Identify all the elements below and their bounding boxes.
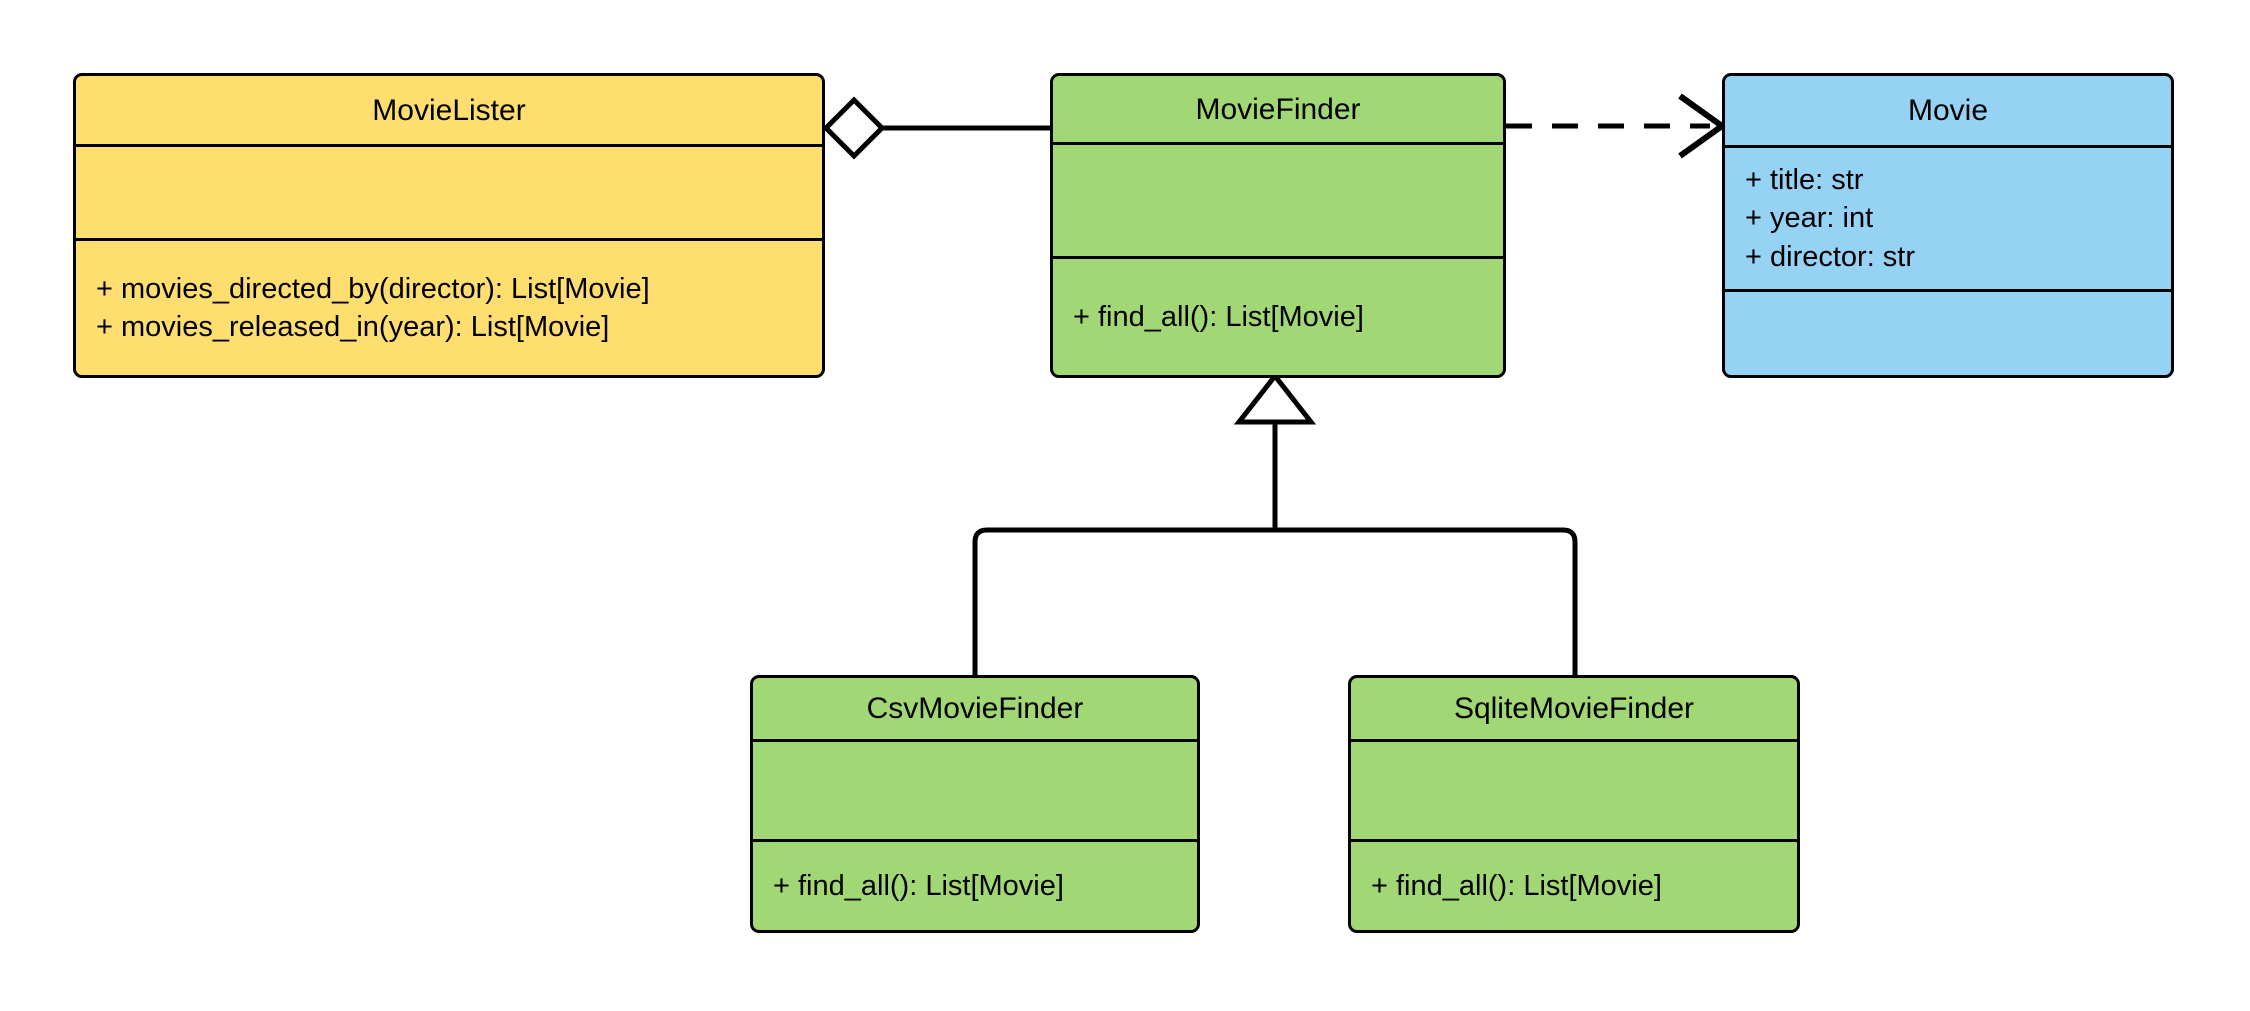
method-row: + find_all(): List[Movie] [773,869,1064,902]
class-name-movie-finder: MovieFinder [1195,92,1361,126]
class-box-movie[interactable]: Movie + title: str + year: int + directo… [1722,73,2174,378]
method-row: + movies_released_in(year): List[Movie] [96,311,610,343]
relationship-inheritance-tree [972,371,1578,675]
class-name-movie-lister: MovieLister [372,93,526,127]
method-row: + movies_directed_by(director): List[Mov… [96,272,650,305]
methods-compartment-csv-movie-finder: + find_all(): List[Movie] [753,839,1197,930]
method-row: + find_all(): List[Movie] [1371,869,1662,902]
attributes-compartment-csv-movie-finder [753,739,1197,839]
relationship-dependency-finder-movie [1506,93,1728,159]
attributes-compartment-movie-lister [76,144,822,238]
attribute-row: + title: str [1745,164,1864,197]
method-row: + find_all(): List[Movie] [1073,300,1364,333]
attribute-row: + director: str [1745,240,1916,273]
attributes-compartment-movie-finder [1053,142,1503,256]
class-box-csv-movie-finder[interactable]: CsvMovieFinder + find_all(): List[Movie] [750,675,1200,933]
relationship-aggregation-lister-finder [822,96,1050,160]
hollow-triangle-icon [1233,371,1317,425]
attribute-row: + year: int [1745,202,1874,235]
class-box-movie-finder[interactable]: MovieFinder + find_all(): List[Movie] [1050,73,1506,378]
class-name-movie: Movie [1907,94,1989,127]
class-box-movie-lister[interactable]: MovieLister + movies_directed_by(directo… [73,73,825,378]
methods-compartment-sqlite-movie-finder: + find_all(): List[Movie] [1351,839,1797,930]
class-name-sqlite-movie-finder: SqliteMovieFinder [1453,692,1695,725]
attributes-compartment-movie: + title: str + year: int + director: str [1725,145,2171,289]
methods-compartment-movie-finder: + find_all(): List[Movie] [1053,256,1503,375]
class-box-sqlite-movie-finder[interactable]: SqliteMovieFinder + find_all(): List[Mov… [1348,675,1800,933]
methods-compartment-movie [1725,289,2171,375]
methods-compartment-movie-lister: + movies_directed_by(director): List[Mov… [76,238,822,375]
hollow-diamond-icon [822,96,886,160]
attributes-compartment-sqlite-movie-finder [1351,739,1797,839]
inheritance-branch-bar [972,527,1578,675]
class-name-csv-movie-finder: CsvMovieFinder [866,692,1084,725]
